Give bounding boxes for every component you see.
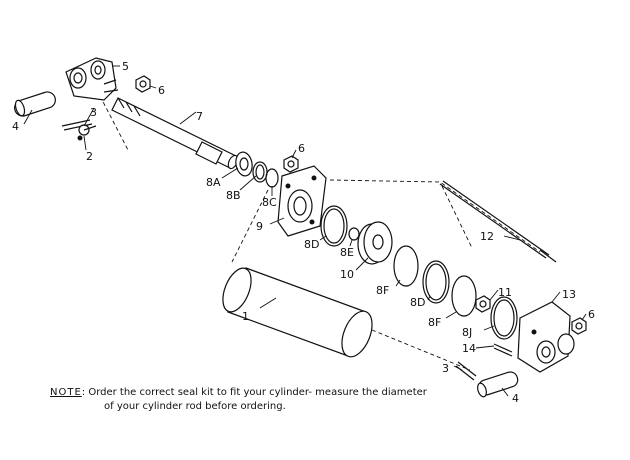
callout-6-left: 6 — [158, 84, 165, 97]
callout-10: 10 — [340, 268, 354, 281]
bolt-and-pin — [61, 119, 97, 141]
seal-8e — [348, 227, 360, 241]
callout-8f-upper: 8F — [376, 284, 389, 297]
callout-7: 7 — [196, 110, 203, 123]
callout-8d-lower: 8D — [410, 296, 425, 309]
leader-lines — [23, 65, 587, 397]
callout-3-upper: 3 — [90, 106, 97, 119]
pin-right — [477, 371, 519, 398]
callout-6-top: 6 — [298, 142, 305, 155]
assembly-guide-lines — [99, 95, 541, 371]
piston-rod — [111, 97, 239, 170]
callout-11: 11 — [498, 286, 512, 299]
callout-3-lower: 3 — [442, 362, 449, 375]
seal-8f-upper — [393, 245, 419, 287]
rod-clevis — [65, 57, 119, 101]
callout-4-left: 4 — [12, 120, 19, 133]
cylinder-head — [277, 165, 327, 237]
note-line-1: : Order the correct seal kit to fit your… — [81, 387, 427, 398]
callout-8d-upper: 8D — [304, 238, 319, 251]
pin-left — [14, 91, 56, 117]
callout-9: 9 — [256, 220, 263, 233]
seal-8d-lower — [422, 260, 450, 304]
seal-8c — [265, 168, 279, 188]
callout-14: 14 — [462, 342, 476, 355]
nut-right — [571, 317, 587, 335]
base-end — [517, 301, 575, 373]
cylinder-barrel — [222, 267, 373, 358]
fitting-and-pin-lower — [455, 343, 513, 381]
callout-4-right: 4 — [512, 392, 519, 405]
note-label: NOTE — [50, 387, 82, 398]
tie-rod — [439, 180, 557, 263]
nut-upper-left — [135, 75, 151, 93]
seal-8f-lower — [451, 275, 477, 317]
callout-6-right: 6 — [588, 308, 595, 321]
callout-labels: 4 2 3 5 6 7 8A 8B 8C 6 9 8D 8E 10 12 1 8… — [12, 60, 595, 405]
note-text: NOTE: Order the correct seal kit to fit … — [50, 386, 470, 414]
callout-12: 12 — [480, 230, 494, 243]
callout-8b: 8B — [226, 189, 241, 202]
callout-8f-lower: 8F — [428, 316, 441, 329]
seal-8j — [490, 296, 518, 340]
callout-2: 2 — [86, 150, 93, 163]
seal-8b — [252, 161, 268, 183]
note-line-2: of your cylinder rod before ordering. — [104, 401, 286, 412]
callout-8j: 8J — [462, 326, 472, 339]
callout-5: 5 — [122, 60, 129, 73]
seal-8a — [235, 151, 253, 177]
callout-8a: 8A — [206, 176, 221, 189]
piston — [357, 221, 393, 265]
nut-11 — [475, 295, 491, 313]
callout-1: 1 — [242, 310, 249, 323]
callout-8c: 8C — [262, 196, 277, 209]
nut-upper-center — [283, 155, 299, 173]
callout-8e: 8E — [340, 246, 354, 259]
seal-8d-upper — [320, 205, 348, 247]
callout-13: 13 — [562, 288, 576, 301]
